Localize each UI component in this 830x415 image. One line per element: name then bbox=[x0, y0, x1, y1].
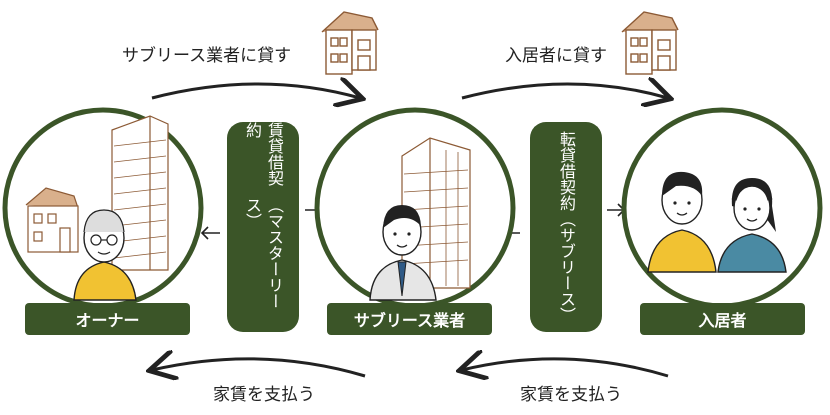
arrow-top-right bbox=[461, 84, 668, 98]
man-tenant-icon bbox=[647, 171, 717, 273]
owner-person-icon bbox=[73, 209, 137, 301]
master-lease-contract-box: 賃貸借契約 （マスターリース） bbox=[227, 122, 299, 332]
label-pay-rent-left: 家賃を支払う bbox=[213, 385, 315, 405]
contract-right-main: 転貸借契約 bbox=[557, 131, 576, 211]
house-icon bbox=[621, 11, 679, 75]
tenant-tag: 入居者 bbox=[640, 303, 805, 335]
owner-tag: オーナー bbox=[25, 303, 190, 335]
sublease-company-tag: サブリース業者 bbox=[327, 303, 492, 335]
contract-left-sub: （マスターリース） bbox=[243, 197, 284, 309]
arrow-top-left bbox=[151, 84, 360, 98]
contract-right-sub: （サブリース） bbox=[557, 211, 576, 323]
contract-left-main: 賃貸借契約 bbox=[243, 122, 284, 186]
sublease-contract-box: 転貸借契約 （サブリース） bbox=[530, 122, 602, 332]
tenant-circle bbox=[621, 107, 823, 309]
businessman-icon bbox=[369, 205, 437, 301]
label-lend-to-sublease: サブリース業者に貸す bbox=[122, 46, 292, 66]
arrow-bottom-left bbox=[152, 359, 366, 376]
arrow-bottom-right bbox=[462, 359, 669, 376]
label-pay-rent-right: 家賃を支払う bbox=[520, 385, 622, 405]
woman-tenant-icon bbox=[717, 178, 787, 273]
label-lend-to-tenant: 入居者に貸す bbox=[505, 46, 607, 66]
small-house-icon bbox=[25, 187, 79, 253]
house-icon bbox=[321, 11, 379, 75]
